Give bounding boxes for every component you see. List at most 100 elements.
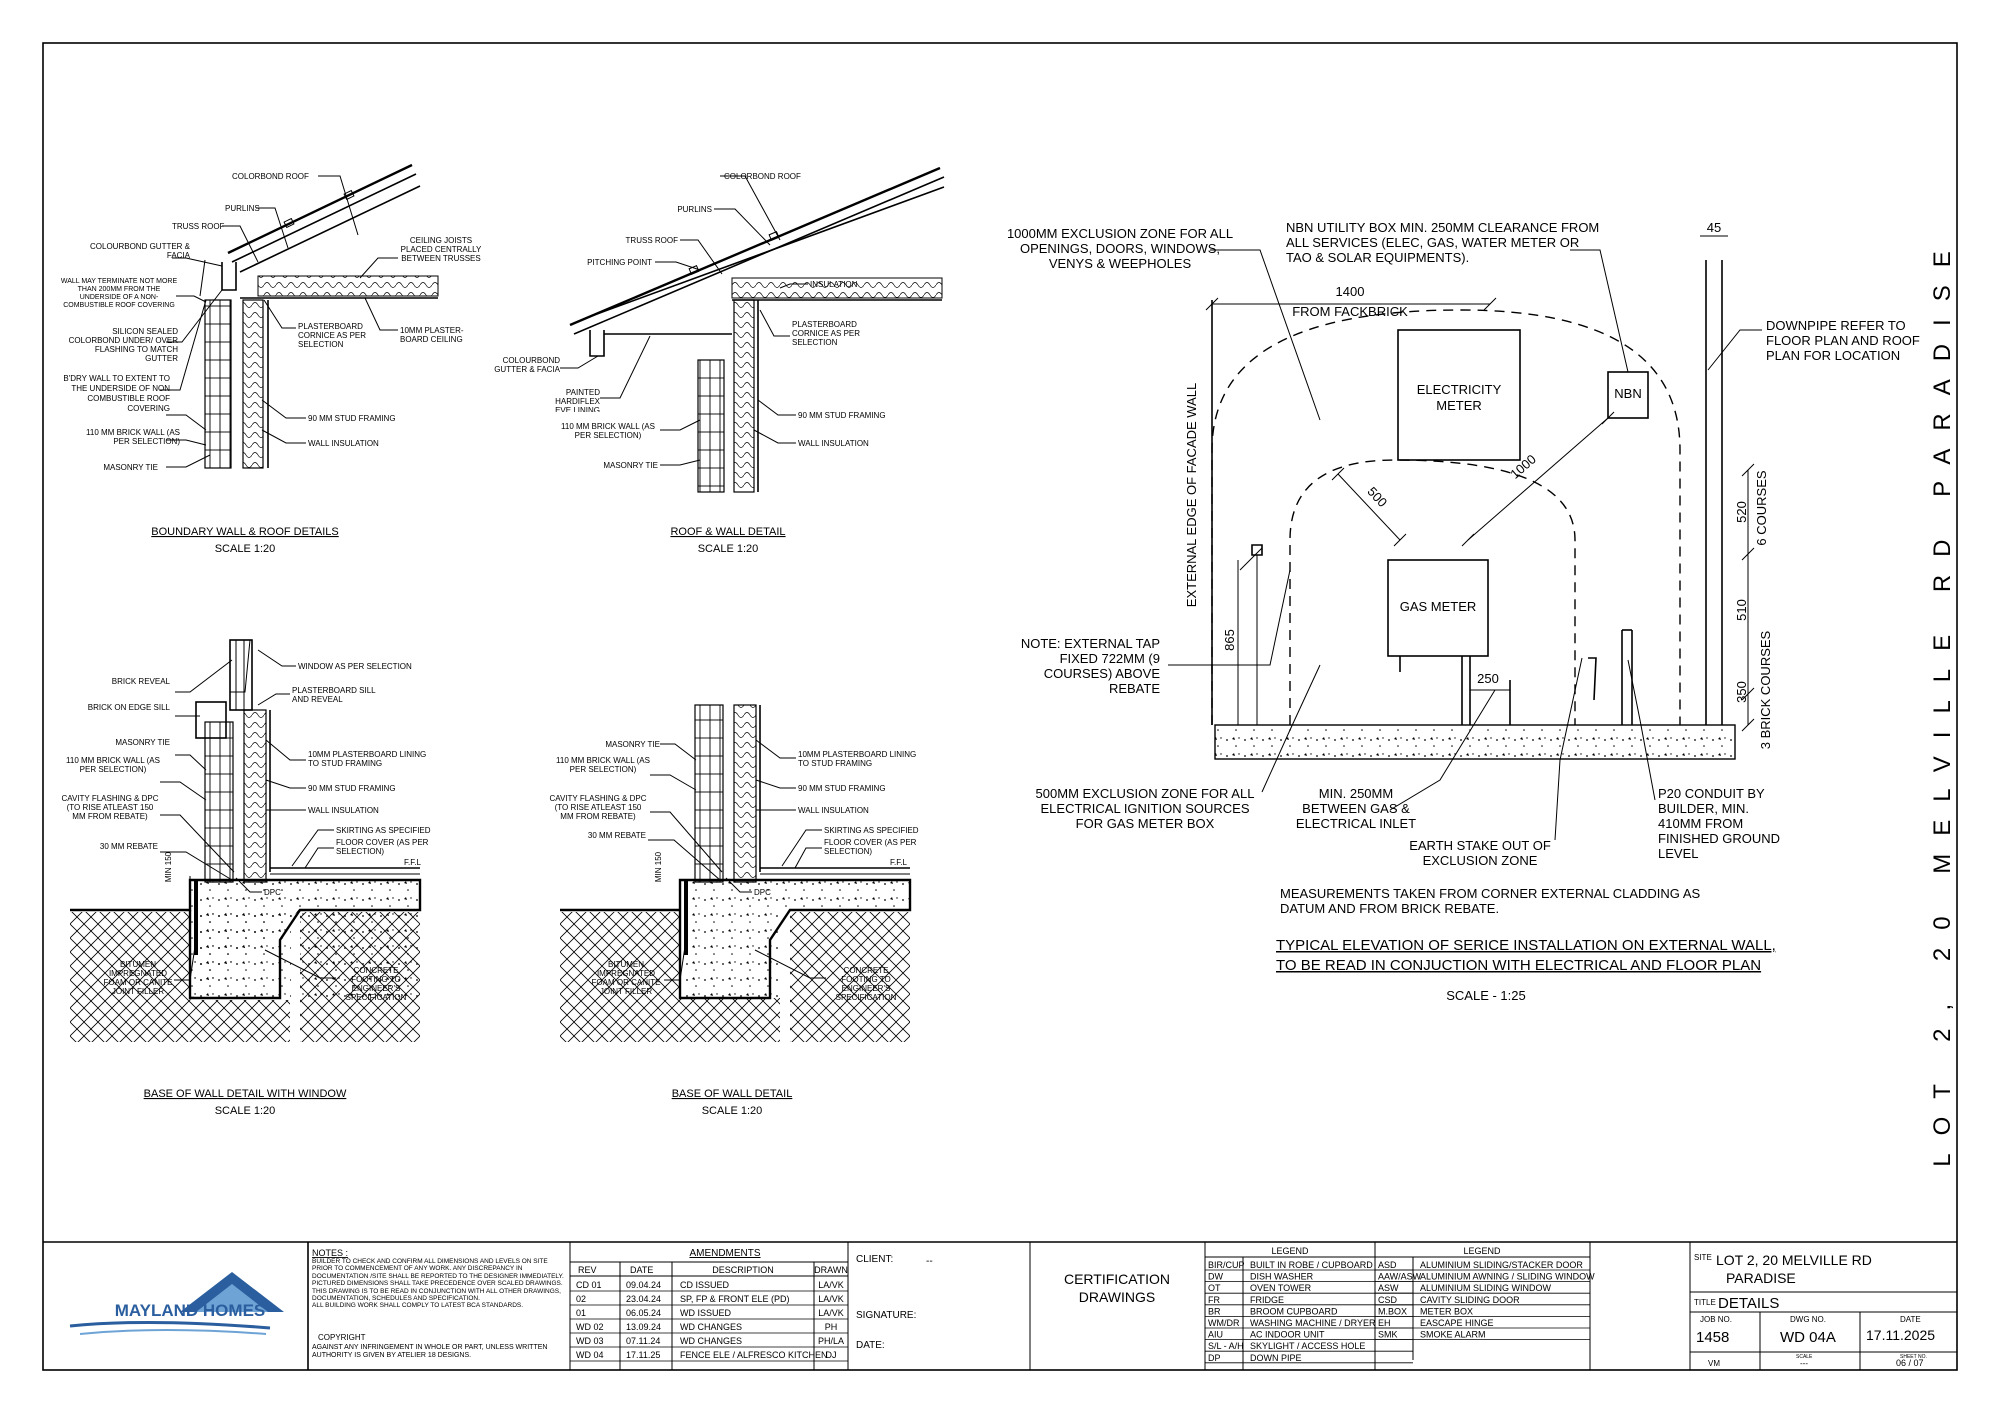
amend-rev: 02 <box>576 1294 586 1304</box>
title-value: DETAILS <box>1718 1295 1779 1312</box>
d2-label-6-box: PAINTED HARDIFLEX EVE LINING <box>555 388 600 412</box>
d1-label-9-box: CEILING JOISTS PLACED CENTRALLY BETWEEN … <box>401 236 482 263</box>
d1-label-4-box: WALL MAY TERMINATE NOT MORE THAN 200MM F… <box>61 278 177 309</box>
amend-drawn: LA/VK <box>818 1280 844 1290</box>
legend1-desc: FRIDGE <box>1250 1295 1284 1305</box>
d1-label-7-box: 110 MM BRICK WALL (AS PER SELECTION) <box>86 428 180 446</box>
legend2-code: EH <box>1378 1318 1391 1328</box>
d3-label-7: PLASTERBOARD SILL AND REVEAL <box>292 686 376 704</box>
d4-label-4: 10MM PLASTERBOARD LINING TO STUD FRAMING <box>798 750 917 768</box>
d2-label-5: COLOURBOND GUTTER & FACIA <box>494 356 560 374</box>
p20-box: P20 CONDUIT BY BUILDER, MIN. 410MM FROM … <box>1658 786 1781 861</box>
d1-label-10: PLASTERBOARD CORNICE AS PER SELECTION <box>298 322 367 349</box>
d2-label-7-box: 110 MM BRICK WALL (AS PER SELECTION) <box>561 422 655 440</box>
date-label-tb: DATE <box>1900 1315 1921 1324</box>
amend-rev: 01 <box>576 1308 586 1318</box>
d3-label-9: 90 MM STUD FRAMING <box>308 784 396 793</box>
d4-scale: SCALE 1:20 <box>702 1105 763 1117</box>
d4-label-5: 90 MM STUD FRAMING <box>798 784 886 793</box>
cert-line-1: CERTIFICATION <box>1064 1271 1170 1287</box>
d4-label-6: WALL INSULATION <box>798 806 869 815</box>
d3-label-3-box: 110 MM BRICK WALL (AS PER SELECTION) <box>66 756 160 774</box>
legend2-code: CSD <box>1378 1295 1398 1305</box>
amend-rev: WD 04 <box>576 1350 604 1360</box>
d1-label-5: SILICON SEALED COLORBOND UNDER/ OVER FLA… <box>68 327 178 363</box>
note-0: BUILDER TO CHECK AND CONFIRM ALL DIMENSI… <box>312 1258 564 1280</box>
sheet-border <box>42 42 1958 1371</box>
amend-desc: SP, FP & FRONT ELE (PD) <box>680 1294 790 1304</box>
amend-desc: WD CHANGES <box>680 1322 742 1332</box>
legend2-desc: EASCAPE HINGE <box>1420 1318 1494 1328</box>
electricity-meter-box <box>1397 329 1521 461</box>
cert-line-2: DRAWINGS <box>1079 1289 1155 1305</box>
legend1-code: WM/DR <box>1208 1318 1240 1328</box>
dim-520: 520 <box>1734 501 1749 523</box>
legend1-code: S/L - A/H <box>1208 1341 1244 1351</box>
d2-label-1: PURLINS <box>677 205 712 214</box>
amend-header-rev: REV <box>578 1265 597 1275</box>
dim-1400: 1400 <box>1336 284 1365 299</box>
legend1-desc: BROOM CUPBOARD <box>1250 1306 1338 1316</box>
p20-text: P20 CONDUIT BY BUILDER, MIN. 410MM FROM … <box>1658 786 1781 861</box>
sheet-value: 06 / 07 <box>1896 1358 1924 1368</box>
d4-label-12-box: BITUMEN IMPREGNATED FOAM OR CANITE JOINT… <box>592 960 661 996</box>
copyright-box: AGAINST ANY INFRINGEMENT IN WHOLE OR PAR… <box>312 1344 548 1359</box>
amend-header-drawn: DRAWN <box>814 1265 848 1275</box>
d4-label-3: 30 MM REBATE <box>588 831 646 840</box>
d2-label-0: COLORBOND ROOF <box>724 172 801 181</box>
d4-title: BASE OF WALL DETAIL <box>672 1088 793 1100</box>
d2-label-2: TRUSS ROOF <box>626 236 679 245</box>
amend-header-desc: DESCRIPTION <box>712 1265 774 1275</box>
job-no: 1458 <box>1696 1329 1729 1346</box>
min-250-text: MIN. 250MM BETWEEN GAS & ELECTRICAL INLE… <box>1295 786 1417 831</box>
dim-350: 350 <box>1734 681 1749 703</box>
amend-date: 23.04.24 <box>626 1294 661 1304</box>
nbn-label: NBN <box>1614 386 1641 401</box>
legend2-desc: ALUMINIUM AWNING / SLIDING WINDOW <box>1420 1272 1595 1282</box>
tap-note-box: NOTE: EXTERNAL TAP FIXED 722MM (9 COURSE… <box>1021 636 1160 696</box>
d3-label-1: BRICK ON EDGE SILL <box>88 703 171 712</box>
d3-label-14: DPC <box>264 888 281 897</box>
legend2-code: ASD <box>1378 1260 1397 1270</box>
d2-title: ROOF & WALL DETAIL <box>670 526 785 538</box>
legend1-desc: SKYLIGHT / ACCESS HOLE <box>1250 1341 1365 1351</box>
legend2-desc: ALUMINIUM SLIDING/STACKER DOOR <box>1420 1260 1583 1270</box>
title-block: MAYLAND HOMES NOTES : BUILDER TO CHECK A… <box>69 1242 1957 1370</box>
d1-label-13: WALL INSULATION <box>308 439 379 448</box>
copyright-text: AGAINST ANY INFRINGEMENT IN WHOLE OR PAR… <box>312 1344 548 1359</box>
d1-label-8: MASONRY TIE <box>103 463 158 472</box>
nbn-note-box: NBN UTILITY BOX MIN. 250MM CLEARANCE FRO… <box>1286 220 1599 265</box>
legend2-code: SMK <box>1378 1330 1398 1340</box>
d4-label-1: 110 MM BRICK WALL (AS PER SELECTION) <box>556 756 650 774</box>
amend-drawn: DJ <box>826 1350 837 1360</box>
amend-date: 07.11.24 <box>626 1336 660 1346</box>
copyright-title: COPYRIGHT <box>318 1333 366 1342</box>
amend-rev: WD 02 <box>576 1322 604 1332</box>
legend2-desc: ALUMINIUM SLIDING WINDOW <box>1420 1283 1552 1293</box>
d4-label-0: MASONRY TIE <box>605 740 660 749</box>
d3-label-17: CONCRETE FOOTING TO ENGINEER'S SPECIFICA… <box>345 966 407 1002</box>
d4-label-8: FLOOR COVER (AS PER SELECTION) <box>824 838 917 856</box>
d3-label-6: WINDOW AS PER SELECTION <box>298 662 412 671</box>
d4-label-13-box: CONCRETE FOOTING TO ENGINEER'S SPECIFICA… <box>836 966 897 1002</box>
downpipe-box: DOWNPIPE REFER TO FLOOR PLAN AND ROOF PL… <box>1766 318 1920 363</box>
earth-stake-box: EARTH STAKE OUT OF EXCLUSION ZONE <box>1409 838 1551 868</box>
d2-label-5-box: COLOURBOND GUTTER & FACIA <box>494 356 560 374</box>
d1-label-0: COLORBOND ROOF <box>232 172 309 181</box>
amend-drawn: LA/VK <box>818 1294 844 1304</box>
title-label: TITLE <box>1694 1298 1716 1307</box>
notes-title: NOTES : <box>312 1248 348 1258</box>
d3-title: BASE OF WALL DETAIL WITH WINDOW <box>144 1088 347 1100</box>
d2-label-9: PLASTERBOARD CORNICE AS PER SELECTION <box>792 320 861 347</box>
electricity-meter-label-1: ELECTRICITY <box>1417 382 1502 397</box>
d1-scale: SCALE 1:20 <box>215 543 276 555</box>
job-no-label: JOB NO. <box>1700 1315 1732 1324</box>
scale-label: SCALE <box>1796 1354 1813 1360</box>
d3-scale: SCALE 1:20 <box>215 1105 276 1117</box>
dwg-no: WD 04A <box>1780 1329 1836 1346</box>
d4-min150: MIN 150 <box>654 851 663 882</box>
detail-base-wall-window: MIN 150 BRICK REVEAL BRICK ON EDGE SILL … <box>61 639 431 1117</box>
d1-label-11: 10MM PLASTER-BOARD CEILING <box>400 326 464 344</box>
d2-label-6: PAINTED HARDIFLEX EVE LINING <box>555 388 600 412</box>
